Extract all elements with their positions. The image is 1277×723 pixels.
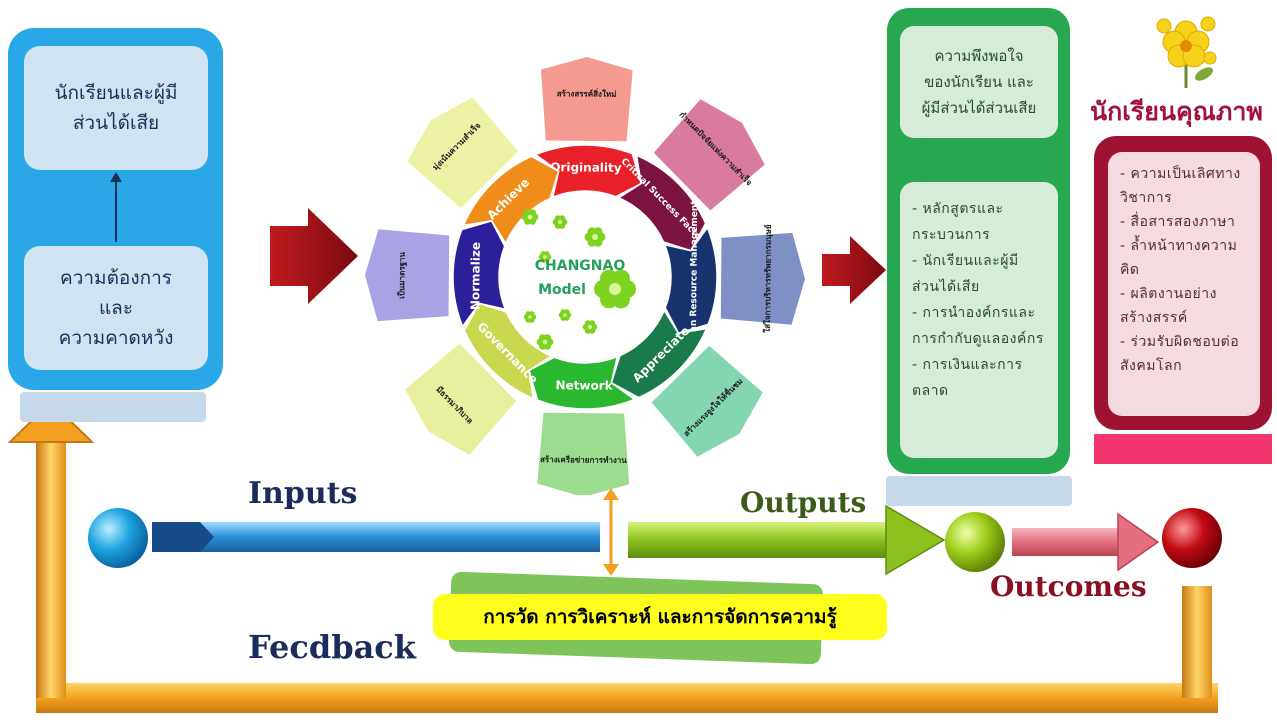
cycle-center-disk [499, 191, 671, 363]
outcomes-ball [1162, 508, 1222, 568]
cycle-segment-word: Originality [550, 160, 622, 175]
cycle-center-title: CHANGNAO [534, 258, 626, 274]
cycle-outer-card [405, 343, 517, 455]
outputs-list-item: - การนำองค์กรและการกำกับดูแลองค์กร [912, 305, 1044, 347]
stakeholders-arrow [110, 172, 122, 242]
flower-decoration-icon [594, 269, 636, 309]
outputs-list-item: - การเงินและการตลาด [912, 357, 1023, 399]
cycle-outer-card [720, 232, 805, 325]
cycle-outer-card [365, 229, 450, 322]
expectations-line-1: ความต้องการ [60, 267, 172, 289]
quality-list-item: - ความเป็นเลิศทางวิชาการ [1120, 166, 1241, 206]
cycle-outer-card [653, 99, 765, 211]
measurement-box: การวัด การวิเคราะห์ และการจัดการความรู้ [433, 594, 887, 640]
satisfaction-line-1: ความพึงพอใจ [934, 47, 1024, 65]
quality-list-item: - ล้ำหน้าทางความคิด [1120, 238, 1238, 278]
cycle-outer-card [651, 345, 763, 457]
flower-decoration-icon [521, 209, 539, 225]
cycle-outer-text: เป็นมาตรฐาน [395, 251, 407, 299]
quality-students-title: นักเรียนคุณภาพ [1090, 97, 1263, 126]
flower-decoration-icon [538, 251, 552, 263]
outputs-list-item: - นักเรียนและผู้มีส่วนได้เสีย [912, 253, 1019, 295]
quality-list-item: - ร่วมรับผิดชอบต่อสังคมโลก [1120, 334, 1240, 374]
quality-list-item: - ผลิตงานอย่างสร้างสรรค์ [1120, 286, 1217, 326]
expectations-box: ความต้องการ และ ความคาดหวัง [24, 246, 208, 370]
inputs-ball [88, 508, 148, 568]
flower-decoration-icon [523, 311, 537, 323]
cycle-segment-word: Human Resource Management [689, 200, 700, 356]
inputs-panel-shadow [20, 392, 206, 422]
cycle-segment-word: Normalize [468, 242, 483, 310]
outputs-label: Outputs [740, 486, 867, 519]
cycle-outer-text: สร้างเครือข่ายการทำงาน [540, 454, 627, 465]
outputs-list-item: - หลักสูตรและกระบวนการ [912, 201, 1004, 243]
cycle-outer-text: ใส่ใจการบริหารทรัพยากรมนุษย์ [762, 224, 774, 333]
cycle-outer-card [540, 57, 633, 142]
inputs-label: Inputs [248, 476, 358, 511]
cycle-outer-text: สร้างสรรค์สิ่งใหม่ [557, 87, 617, 99]
flower-decoration-icon [584, 227, 606, 247]
quality-panel-shadow [1094, 434, 1272, 464]
cycle-segment-word: Network [555, 378, 613, 393]
flower-decoration-icon [552, 215, 568, 229]
flower-decoration-icon [536, 334, 554, 350]
outputs-panel-shadow [886, 476, 1072, 506]
feedback-label: Fecdback [248, 628, 416, 666]
stakeholders-box: นักเรียนและผู้มีส่วนได้เสีย [24, 46, 208, 170]
expectations-line-3: ความคาดหวัง [58, 327, 174, 349]
outcomes-label: Outcomes [990, 570, 1147, 603]
quality-list: - ความเป็นเลิศทางวิชาการ - สื่อสารสองภาษ… [1108, 152, 1260, 416]
cycle-center-subtitle: Model [538, 282, 586, 298]
cycle-outer-card [407, 97, 519, 209]
outputs-list: - หลักสูตรและกระบวนการ - นักเรียนและผู้ม… [900, 182, 1058, 458]
satisfaction-line-2: ของนักเรียน และ [924, 73, 1034, 91]
satisfaction-line-3: ผู้มีส่วนได้ส่วนเสีย [921, 99, 1037, 117]
measurement-text: การวัด การวิเคราะห์ และการจัดการความรู้ [483, 606, 837, 628]
expectations-line-2: และ [98, 297, 134, 319]
flower-decoration-icon [582, 320, 598, 334]
outputs-ball [945, 512, 1005, 572]
satisfaction-box: ความพึงพอใจ ของนักเรียน และ ผู้มีส่วนได้… [900, 26, 1058, 138]
flower-icon [1156, 16, 1217, 88]
stakeholders-text: นักเรียนและผู้มีส่วนได้เสีย [54, 82, 178, 134]
flower-decoration-icon [558, 309, 572, 321]
cycle-outer-card [537, 412, 630, 495]
quality-list-item: - สื่อสารสองภาษา [1120, 214, 1236, 230]
